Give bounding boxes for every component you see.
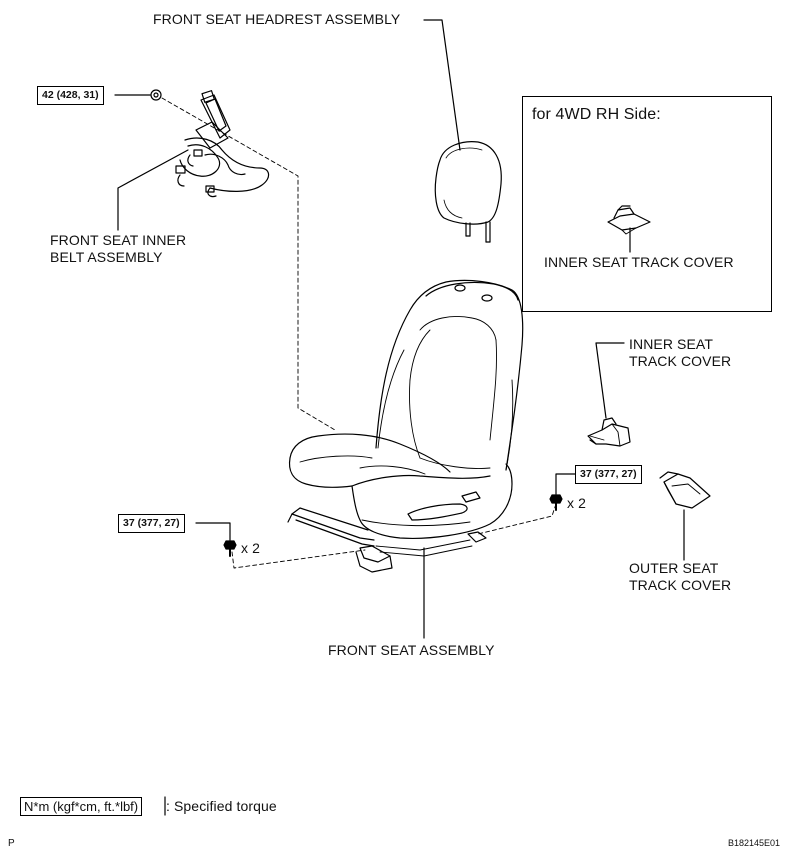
outer-cover-label-line2: TRACK COVER	[629, 577, 732, 593]
footer-mark: P	[8, 838, 15, 849]
left-bolt-icon	[223, 540, 237, 557]
belt-nut-icon	[150, 89, 162, 101]
inset-part-label: INNER SEAT TRACK COVER	[544, 254, 734, 270]
inner-belt-label-line1: FRONT SEAT INNER	[50, 232, 187, 248]
headrest-label: FRONT SEAT HEADREST ASSEMBLY	[153, 11, 401, 27]
inner-belt-label-line2: BELT ASSEMBLY	[50, 249, 163, 265]
outer-cover-label-line1: OUTER SEAT	[629, 560, 719, 576]
front-seat-icon	[287, 279, 524, 573]
dashed-lines	[161, 97, 557, 569]
torque-box-belt: 42 (428, 31)	[37, 86, 104, 105]
inner-cover-label-line2: TRACK COVER	[629, 353, 732, 369]
right-bolt-icon	[549, 494, 563, 511]
seat-assembly-label: FRONT SEAT ASSEMBLY	[328, 642, 495, 658]
legend-text: : Specified torque	[166, 798, 277, 814]
outer-track-cover-icon	[659, 471, 711, 509]
figure-id: B182145E01	[728, 838, 781, 848]
torque-box-right: 37 (377, 27)	[575, 465, 642, 484]
inset-title: for 4WD RH Side:	[532, 106, 661, 123]
quantity-left: x 2	[241, 540, 260, 556]
inset-track-cover-icon	[607, 205, 651, 235]
headrest-icon	[434, 141, 502, 243]
legend-torque-box: N*m (kgf*cm, ft.*lbf)	[20, 797, 143, 816]
inner-track-cover-icon	[587, 417, 631, 447]
torque-box-left: 37 (377, 27)	[118, 514, 185, 533]
inner-belt-assembly-icon	[175, 90, 270, 198]
leader-lines	[114, 19, 685, 639]
quantity-right: x 2	[567, 495, 586, 511]
inner-cover-label-line1: INNER SEAT	[629, 336, 713, 352]
inset-panel: for 4WD RH Side: INNER SEAT TRACK COVER	[522, 96, 772, 312]
